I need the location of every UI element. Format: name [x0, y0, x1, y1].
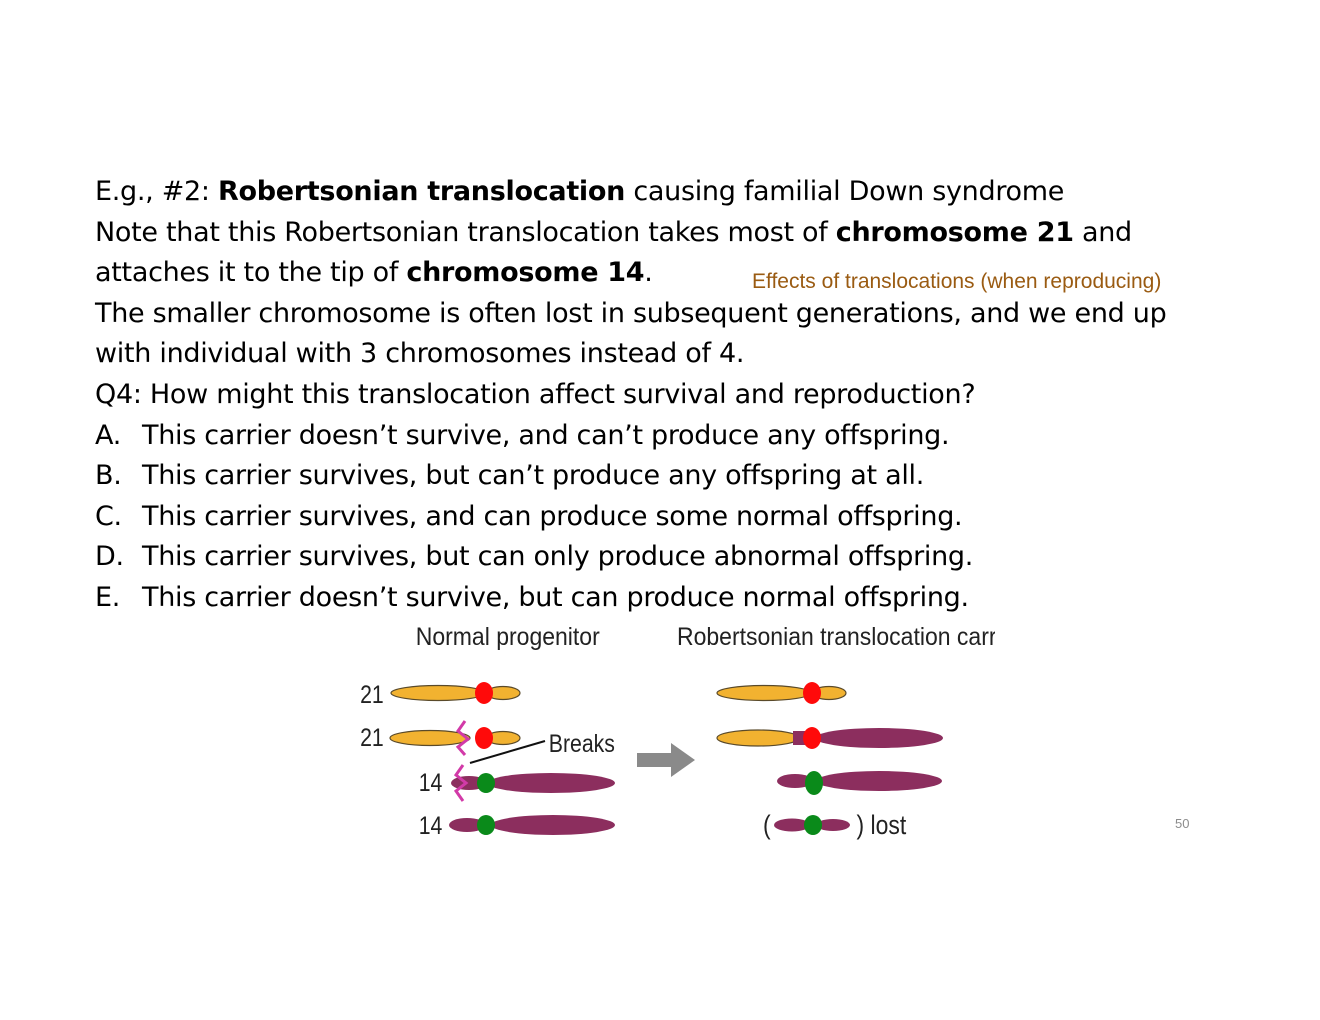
text: and [1073, 216, 1132, 248]
title-normal-progenitor: Normal progenitor [416, 623, 600, 651]
carrier-chromosome-21 [716, 682, 847, 704]
text: Note that this Robertsonian translocatio… [95, 216, 836, 248]
break-mark-14 [453, 764, 469, 802]
chromosome-14-b [449, 815, 615, 835]
option-text: This carrier doesn’t survive, and can’t … [142, 419, 950, 451]
breaks-pointer-line [469, 740, 546, 764]
centromere-14-b [477, 815, 495, 835]
text: attaches it to the tip of [95, 257, 407, 289]
label-chr14-a: 14 [419, 768, 443, 796]
caption-effects: Effects of translocations (when reproduc… [752, 270, 1162, 293]
bold-term: Robertsonian translocation [218, 176, 626, 207]
option-text: This carrier survives, but can only prod… [142, 541, 974, 573]
carrier-centromere-21 [803, 682, 821, 704]
lost-centromere [804, 815, 822, 835]
chromosome-21-b [389, 720, 521, 756]
arrow-right-icon [637, 743, 695, 777]
lost-open-paren: ( [763, 810, 771, 840]
option-b: B. This carrier survives, but can’t produ… [95, 456, 1225, 497]
break-mark-21 [455, 720, 471, 756]
option-d: D. This carrier survives, but can only pr… [95, 537, 1225, 578]
translocation-diagram: Normal progenitor Robertsonian transloca… [360, 623, 995, 840]
title-translocation-carrier: Robertsonian translocation carrier [677, 623, 995, 651]
fused-centromere [803, 727, 821, 749]
line-smaller-lost: The smaller chromosome is often lost in … [95, 297, 1167, 329]
line-example-title: E.g., #2: Robertsonian translocation cau… [95, 172, 1225, 213]
label-chr14-b: 14 [419, 811, 443, 839]
chromosome-14-a [451, 764, 615, 802]
option-text: This carrier doesn’t survive, but can pr… [142, 581, 969, 613]
chromosome-21-a [390, 682, 521, 704]
breaks-label: Breaks [549, 729, 615, 757]
bold-term: chromosome 21 [835, 216, 1074, 248]
bold-term: chromosome 14 [406, 257, 645, 289]
option-text: This carrier survives, and can produce s… [142, 500, 963, 532]
centromere-21-a [475, 682, 493, 704]
slide-body: E.g., #2: Robertsonian translocation cau… [95, 172, 1225, 619]
option-e: E. This carrier doesn’t survive, but can … [95, 578, 1225, 619]
text: causing familial Down syndrome [625, 176, 1065, 207]
text: E.g., #2: [95, 176, 219, 207]
carrier-chromosome-14 [777, 771, 942, 795]
label-chr21-b: 21 [360, 723, 384, 751]
option-c: C. This carrier survives, and can produce… [95, 497, 1225, 538]
option-a: A. This carrier doesn’t survive, and can’… [95, 416, 1225, 457]
centromere-21-b [475, 727, 493, 749]
lost-small-chromosome [774, 815, 850, 835]
centromere-14-a [477, 773, 495, 793]
carrier-centromere-14 [805, 771, 823, 795]
option-letter: C. [95, 500, 122, 532]
option-letter: B. [95, 460, 122, 492]
option-letter: A. [95, 419, 121, 451]
fused-translocation-chromosome [716, 727, 943, 749]
question-text: Q4: How might this translocation affect … [95, 378, 976, 410]
label-chr21-a: 21 [360, 680, 384, 708]
page-number: 50 [1175, 816, 1190, 831]
option-text: This carrier survives, but can’t produce… [142, 460, 925, 492]
option-letter: E. [95, 581, 121, 613]
line-note: Note that this Robertsonian translocatio… [95, 213, 1225, 254]
text: . [644, 257, 653, 289]
option-letter: D. [95, 541, 124, 573]
line-attaches: attaches it to the tip of chromosome 14. [95, 253, 1225, 294]
lost-label: ) lost [857, 810, 907, 840]
line-individual: with individual with 3 chromosomes inste… [95, 338, 745, 370]
